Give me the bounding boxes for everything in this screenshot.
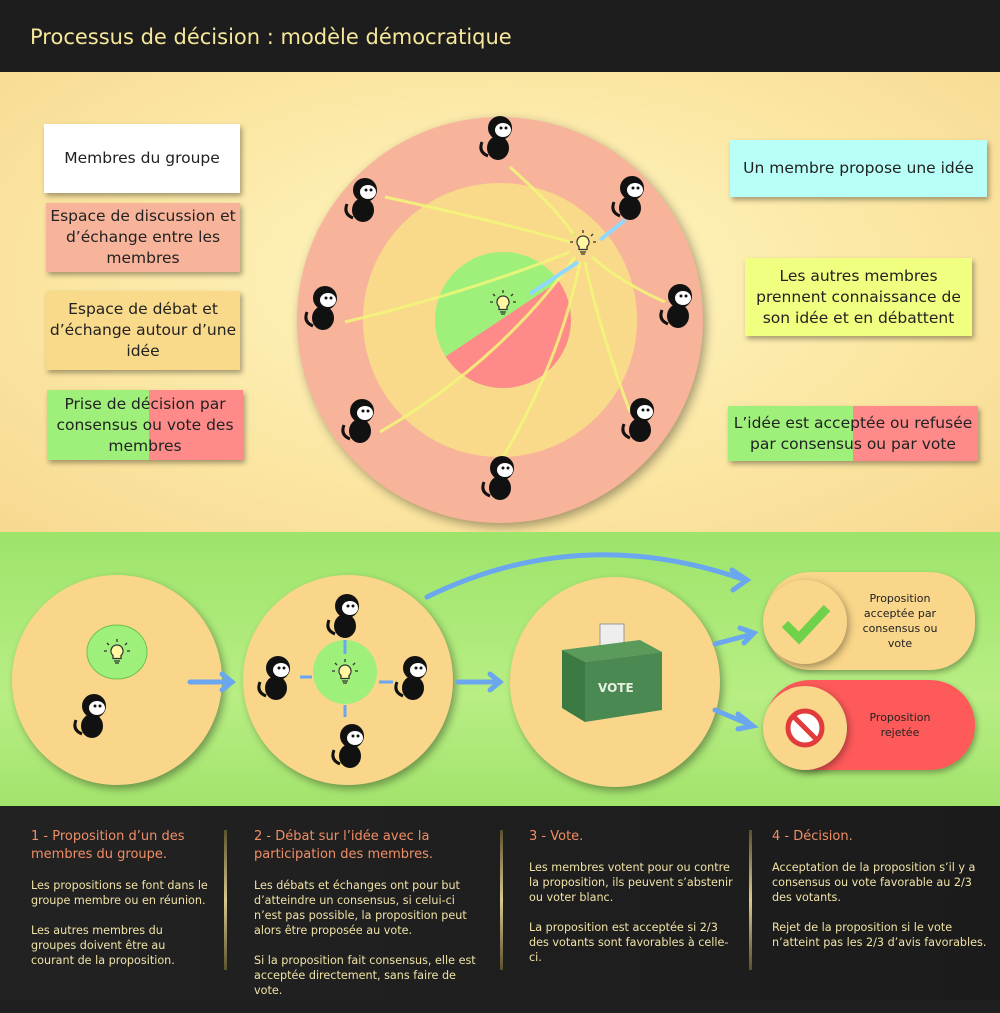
divider	[500, 830, 503, 970]
flow-graphics: VOTE	[73, 552, 847, 770]
divider	[749, 830, 752, 970]
header: Processus de décision : modèle démocrati…	[0, 0, 1000, 72]
step-text: Les débats et échanges ont pour but d’at…	[254, 879, 467, 937]
proposal-arrows	[528, 218, 627, 296]
step-title: 1 - Proposition d’un des membres du grou…	[31, 829, 185, 862]
step-text: La proposition est acceptée si 2/3 des v…	[529, 921, 729, 964]
page-title: Processus de décision : modèle démocrati…	[30, 25, 512, 49]
step-2: 2 - Débat sur l’idée avec la participati…	[254, 828, 484, 1013]
step-title: 4 - Décision.	[772, 829, 853, 844]
legend-debate: Les autres membres prennent connaissance…	[745, 258, 972, 336]
checkmark-icon	[781, 604, 831, 645]
step-text: Rejet de la proposition si le vote n’att…	[772, 921, 987, 949]
ballot-box-icon: VOTE	[562, 623, 662, 722]
monkey-icon	[326, 592, 361, 640]
monkey-icon	[394, 654, 429, 702]
debate-arrows	[300, 640, 393, 717]
monkey-icon	[331, 722, 366, 770]
rejected-label: Proposition rejetée	[869, 711, 931, 739]
step-3: 3 - Vote. Les membres votent pour ou con…	[529, 828, 739, 980]
circle-diagram	[297, 114, 703, 523]
step-proposal-circle	[12, 575, 222, 785]
step-text: Acceptation de la proposition s’il y a c…	[772, 861, 976, 904]
legend-decision: L’idée est acceptée ou refusée par conse…	[728, 406, 978, 461]
step-4: 4 - Décision. Acceptation de la proposit…	[772, 828, 992, 965]
legend-members: Membres du groupe	[44, 124, 240, 193]
legend-decision-space: Prise de décision par consensus ou vote …	[47, 390, 243, 460]
legend-proposal: Un membre propose une idée	[730, 140, 987, 197]
step-title: 3 - Vote.	[529, 829, 584, 844]
vote-label: VOTE	[598, 681, 634, 695]
divider	[224, 830, 227, 970]
step-title: 2 - Débat sur l’idée avec la participati…	[254, 829, 433, 862]
accepted-label: Proposition acceptée par consensus ou vo…	[862, 592, 938, 650]
monkey-icon	[257, 654, 292, 702]
step-text: Les propositions se font dans le groupe …	[31, 879, 208, 907]
forbidden-icon	[785, 708, 825, 748]
flow-arrows	[187, 552, 759, 732]
process-flow-panel: Proposition acceptée par consensus ou vo…	[0, 532, 1000, 806]
step-1: 1 - Proposition d’un des membres du grou…	[31, 828, 211, 983]
step-text: Si la proposition fait consensus, elle e…	[254, 954, 476, 997]
step-text: Les membres votent pour ou contre la pro…	[529, 861, 733, 904]
monkey-icon	[73, 692, 108, 740]
legend-debate-space: Espace de débat et d’échange autour d’un…	[46, 291, 240, 370]
democratic-model-panel: Membres du groupe Espace de discussion e…	[0, 72, 1000, 532]
checkmark-circle	[763, 580, 847, 664]
step-text: Les autres membres du groupes doivent êt…	[31, 924, 175, 967]
legend-discussion-space: Espace de discussion et d’échange entre …	[46, 203, 240, 272]
debate-arrows	[344, 165, 666, 463]
